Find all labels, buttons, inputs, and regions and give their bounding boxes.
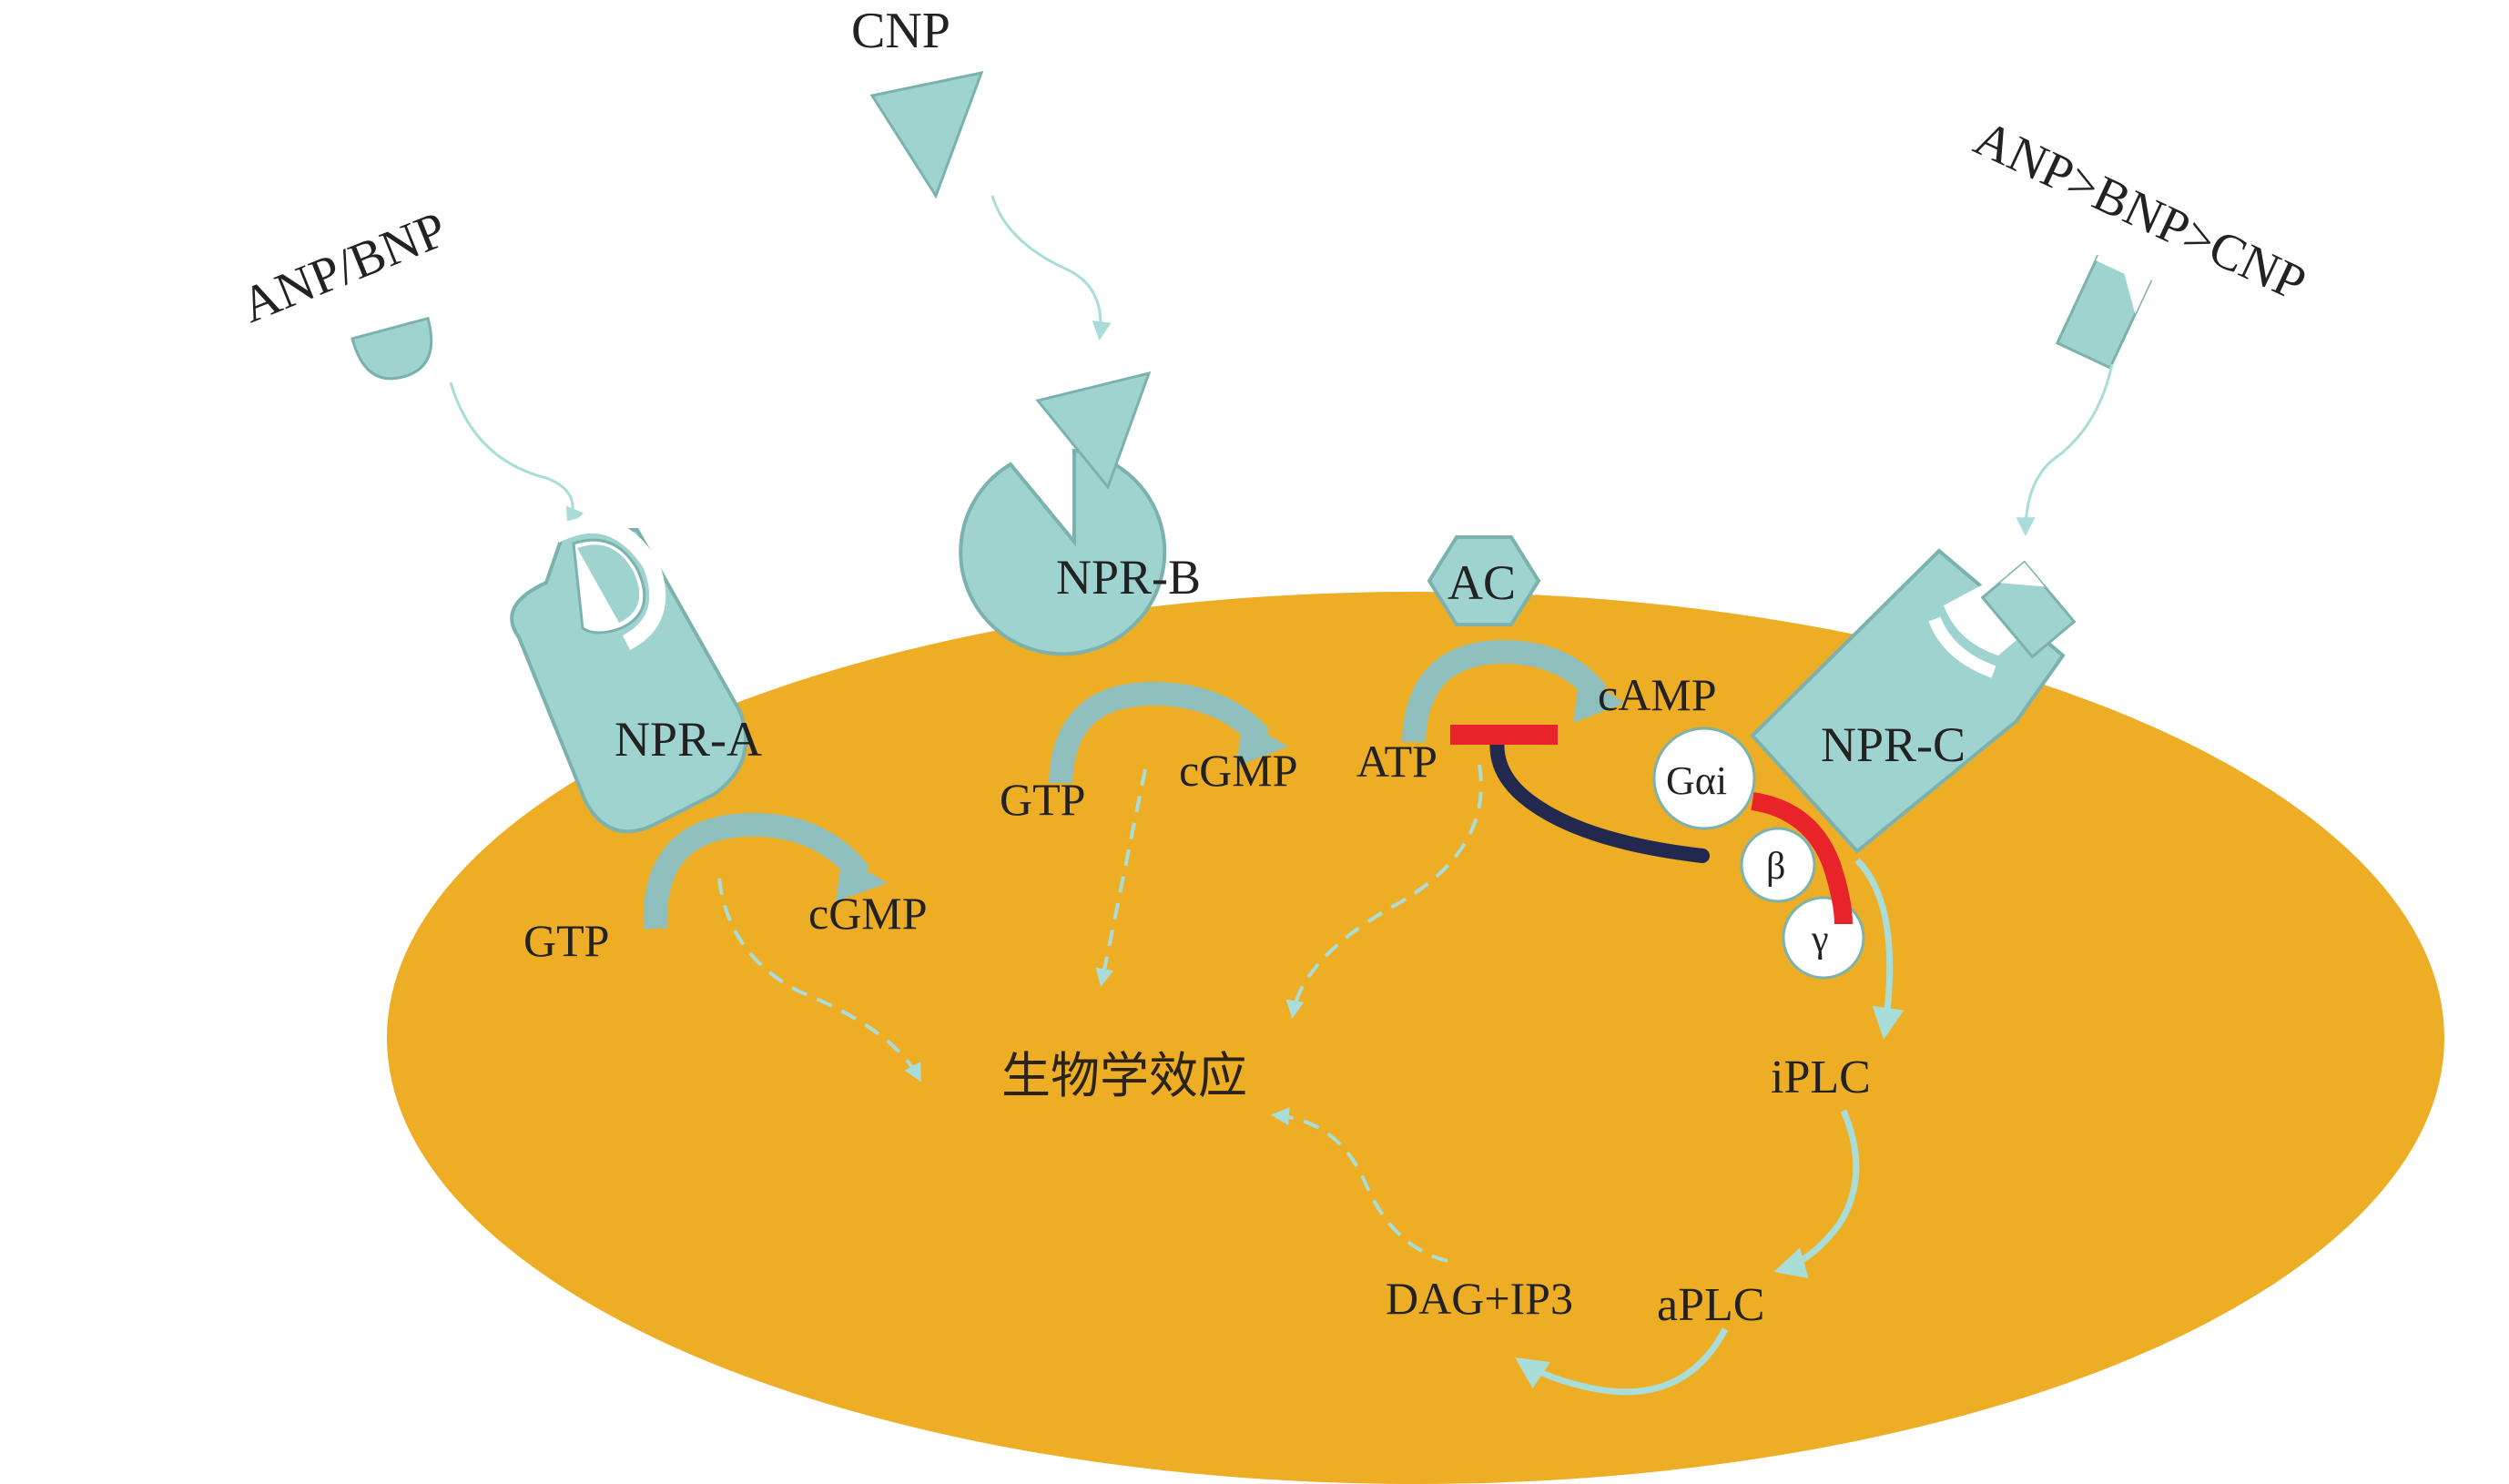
npr-b-receptor — [959, 371, 1167, 656]
inhibition-bar — [1450, 725, 1558, 745]
cnp-bound-ligand — [1035, 371, 1152, 491]
iplc-to-aplc-arrow — [1773, 1109, 1860, 1279]
npr-a-gtp-label: GTP — [523, 915, 609, 966]
npr-a-reaction-arrow — [643, 812, 888, 930]
anp-bnp-label: ANP/BNP — [234, 201, 455, 334]
aplc-label: aPLC — [1657, 1279, 1764, 1331]
npr-b-effect-arrow — [1095, 768, 1147, 987]
g-gamma-label: γ — [1811, 919, 1829, 961]
cell-body — [387, 592, 2444, 1484]
npr-a-receptor — [510, 516, 748, 834]
iplc-label: iPLC — [1771, 1052, 1871, 1103]
npr-c-receptor — [1750, 548, 2077, 854]
npr-a-effect-arrow — [717, 878, 921, 1083]
cnp-label: CNP — [851, 3, 950, 59]
ac-camp-label: cAMP — [1598, 669, 1717, 720]
ac-enzyme — [1427, 535, 1541, 626]
npr-b-gtp-label: GTP — [1000, 774, 1085, 825]
npr-b-cgmp-label: cGMP — [1179, 745, 1298, 796]
npr-b-label: NPR-B — [1056, 550, 1201, 605]
cnp-approach-arrow — [990, 195, 1112, 341]
g-alpha-label: Gαi — [1666, 758, 1727, 803]
npr-a-label: NPR-A — [615, 712, 762, 767]
dag-ip3-label: DAG+IP3 — [1386, 1273, 1573, 1324]
ac-reaction-arrow — [1402, 639, 1625, 743]
npr-a-cgmp-label: cGMP — [808, 888, 928, 939]
biological-effect-label: 生物学效应 — [1001, 1047, 1247, 1104]
npr-c-ligand-approach-arrow — [2016, 363, 2114, 537]
anp-bnp-ligand — [350, 316, 433, 381]
g-beta-subunit — [1740, 827, 1816, 903]
aplc-to-dag-arrow — [1515, 1327, 1729, 1396]
npr-b-reaction-arrow — [1049, 681, 1288, 784]
npr-c-ligand — [2055, 252, 2153, 370]
anp-bnp-approach-arrow — [449, 381, 584, 527]
ac-effect-arrow — [1285, 764, 1483, 1019]
ac-atp-label: ATP — [1356, 736, 1437, 787]
g-beta-label: β — [1766, 846, 1785, 888]
g-protein-to-iplc-arrow — [1854, 858, 1905, 1040]
g-alpha-subunit — [1652, 727, 1756, 830]
dag-ip3-effect-arrow — [1271, 1107, 1448, 1263]
ac-label: AC — [1448, 555, 1516, 610]
npr-c-label: NPR-C — [1821, 717, 1966, 772]
g-protein-linker — [1751, 792, 1853, 925]
cnp-ligand — [869, 70, 984, 199]
inhibition-line — [1489, 730, 1710, 863]
